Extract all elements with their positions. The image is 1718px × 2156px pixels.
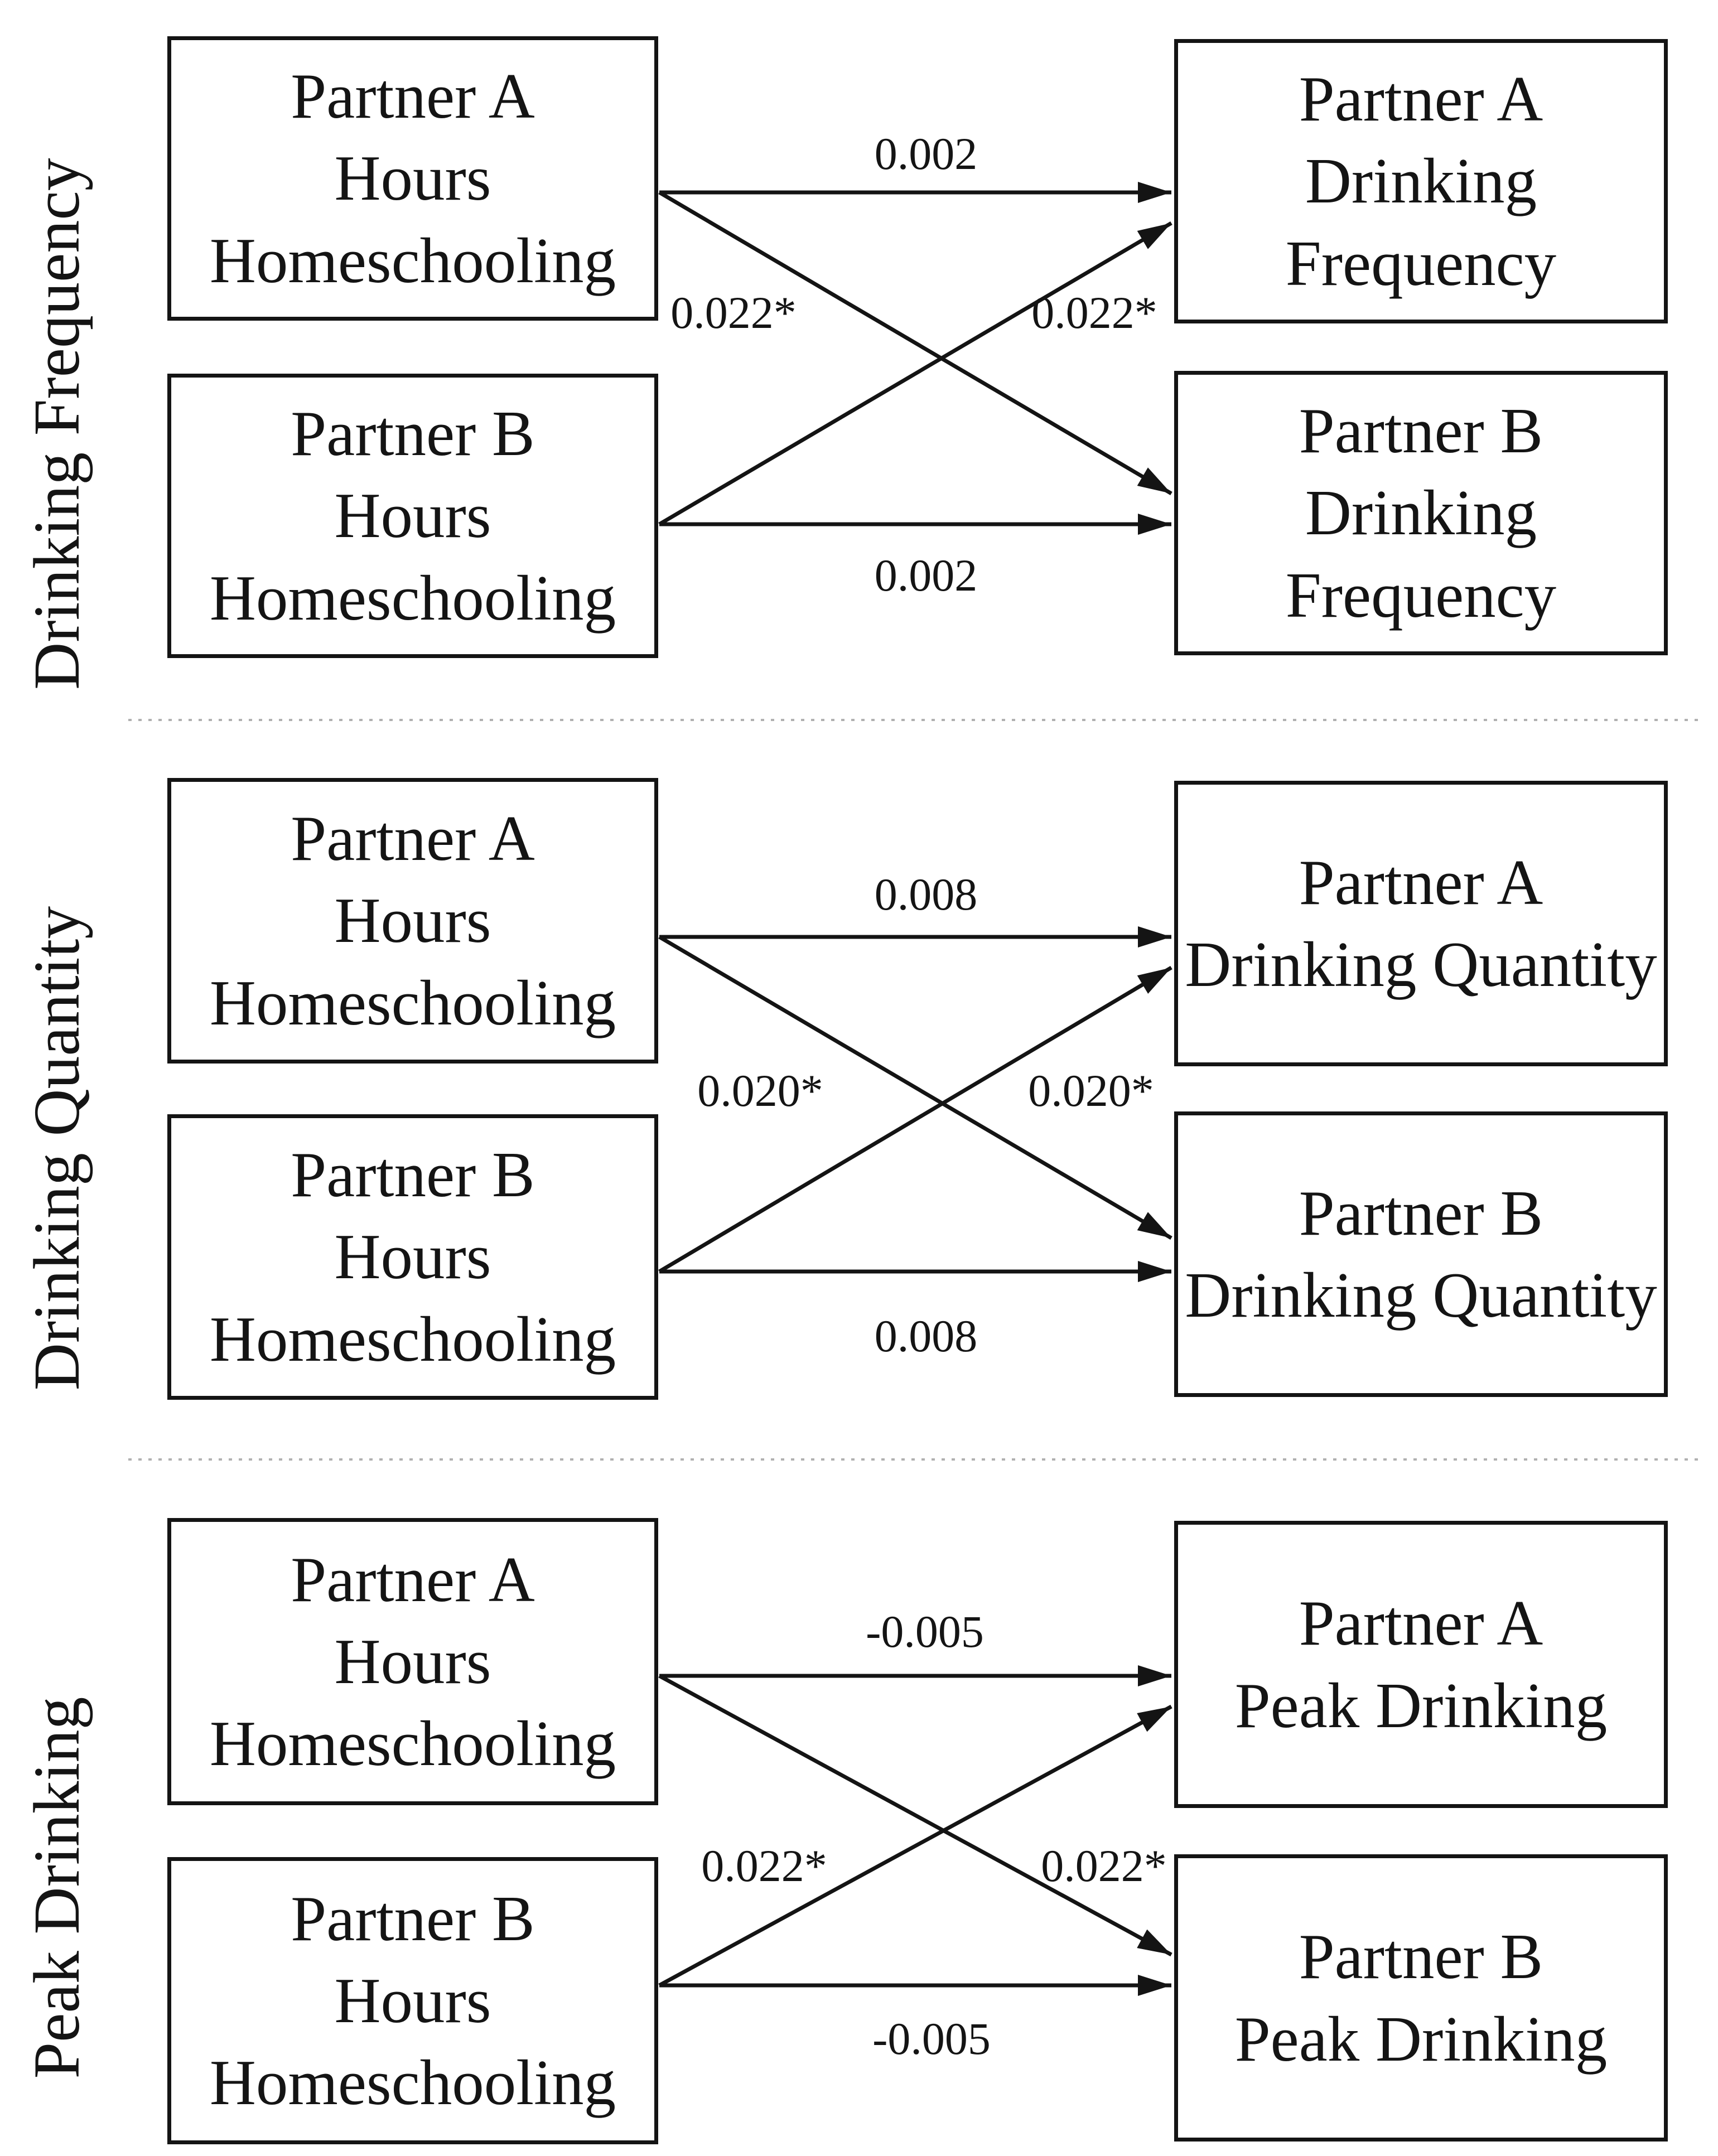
p2-actor-coef-bottom: 0.008: [874, 1311, 978, 1361]
p3-actor-coef-top: -0.005: [866, 1606, 984, 1657]
p2-box-partner-a-predictor: Partner A Hours Homeschooling: [167, 778, 658, 1064]
p2-box-partner-a-outcome: Partner A Drinking Quantity: [1174, 781, 1668, 1066]
p3-partner-path-b-to-a: [658, 1704, 1172, 1988]
p1-box-partner-a-predictor: Partner A Hours Homeschooling: [167, 36, 658, 321]
p2-partner-path-b-to-a: [658, 965, 1172, 1274]
p2-section-label: Drinking Quantity: [20, 906, 93, 1391]
p1-partner-path-a-to-b: [658, 190, 1172, 496]
p1-box-partner-b-outcome-label: Partner B Drinking Frequency: [1285, 395, 1557, 631]
p3-box-partner-b-outcome-label: Partner B Peak Drinking: [1234, 1921, 1608, 2075]
p3-box-partner-b-predictor-label: Partner B Hours Homeschooling: [209, 1883, 616, 2119]
p1-partner-path-b-to-a: [658, 221, 1172, 526]
p3-box-partner-a-outcome: Partner A Peak Drinking: [1174, 1521, 1668, 1808]
p1-partner-coef-left: 0.022*: [670, 287, 797, 338]
p2-box-partner-b-outcome-label: Partner B Drinking Quantity: [1185, 1177, 1657, 1331]
p2-partner-path-a-to-b: [658, 935, 1172, 1240]
p3-box-partner-a-predictor: Partner A Hours Homeschooling: [167, 1518, 658, 1805]
p2-partner-coef-left: 0.020*: [697, 1065, 823, 1116]
p2-partner-coef-right: 0.020*: [1028, 1065, 1154, 1116]
p1-section-label: Drinking Frequency: [20, 158, 93, 690]
p1-box-partner-a-predictor-label: Partner A Hours Homeschooling: [209, 61, 616, 296]
p3-partner-path-a-to-b: [658, 1674, 1172, 1957]
p2-box-partner-a-predictor-label: Partner A Hours Homeschooling: [209, 803, 616, 1038]
p2-actor-coef-top: 0.008: [874, 869, 978, 920]
p1-box-partner-a-outcome: Partner A Drinking Frequency: [1174, 39, 1668, 323]
p2-box-partner-b-predictor: Partner B Hours Homeschooling: [167, 1114, 658, 1400]
p1-actor-coef-bottom: 0.002: [874, 550, 978, 601]
p3-box-partner-b-predictor: Partner B Hours Homeschooling: [167, 1857, 658, 2144]
p2-box-partner-b-outcome: Partner B Drinking Quantity: [1174, 1111, 1668, 1397]
p2-box-partner-a-outcome-label: Partner A Drinking Quantity: [1185, 847, 1657, 1000]
p3-actor-coef-bottom: -0.005: [872, 2013, 991, 2064]
p1-box-partner-b-outcome: Partner B Drinking Frequency: [1174, 371, 1668, 655]
p3-partner-coef-right: 0.022*: [1041, 1840, 1167, 1891]
p3-box-partner-b-outcome: Partner B Peak Drinking: [1174, 1854, 1668, 2142]
p1-actor-coef-top: 0.002: [874, 128, 978, 179]
p3-box-partner-a-outcome-label: Partner A Peak Drinking: [1234, 1588, 1608, 1741]
p2-box-partner-b-predictor-label: Partner B Hours Homeschooling: [209, 1139, 616, 1375]
p1-box-partner-b-predictor-label: Partner B Hours Homeschooling: [209, 398, 616, 634]
p1-partner-coef-right: 0.022*: [1031, 287, 1157, 338]
p3-partner-coef-left: 0.022*: [701, 1840, 827, 1891]
p3-box-partner-a-predictor-label: Partner A Hours Homeschooling: [209, 1544, 616, 1780]
p3-section-label: Peak Drinking: [20, 1696, 93, 2079]
p1-box-partner-a-outcome-label: Partner A Drinking Frequency: [1285, 64, 1557, 299]
p1-box-partner-b-predictor: Partner B Hours Homeschooling: [167, 374, 658, 658]
